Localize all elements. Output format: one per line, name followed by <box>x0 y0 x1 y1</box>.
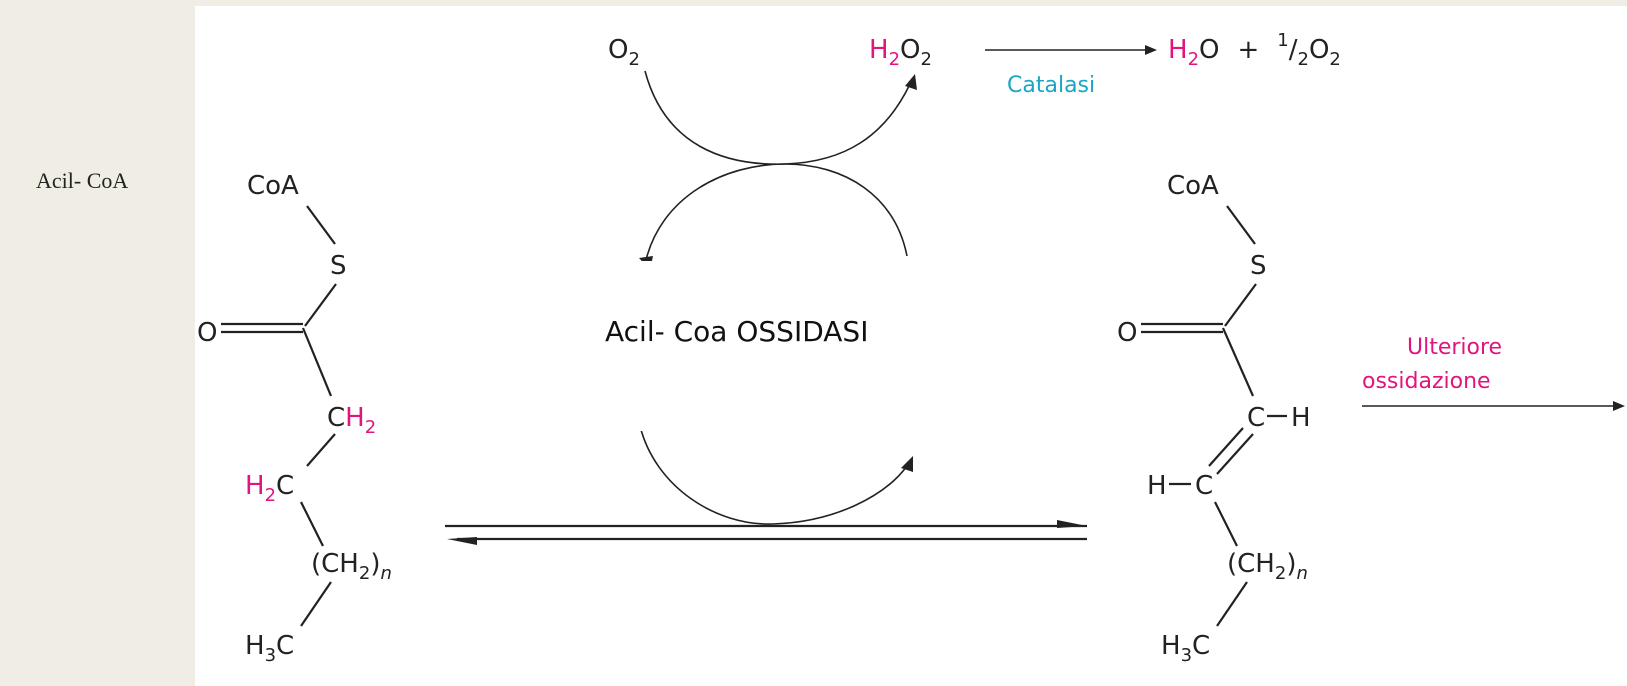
reaction-scheme: O2 H2O2 Catalasi H2O+1/2O2 Acil- Coa OSS… <box>197 30 1625 666</box>
fad-upper-curve <box>644 163 908 265</box>
h2o2-product: H2O2 <box>869 35 932 70</box>
svg-text:S: S <box>330 251 347 281</box>
svg-text:H3C: H3C <box>245 631 294 666</box>
o2-reactant: O2 <box>608 35 640 70</box>
svg-text:O: O <box>1117 318 1137 348</box>
water-product: H2O+1/2O2 <box>1168 30 1341 70</box>
forward-arrowhead <box>1057 520 1087 528</box>
acyl-coa-molecule: CoA S O CH2 H2C (CH2)n H3C <box>197 171 392 666</box>
svg-text:C: C <box>1247 403 1265 433</box>
enzyme-label: Acil- Coa OSSIDASI <box>605 315 868 348</box>
further-oxidation-label-line2: ossidazione <box>1362 369 1491 394</box>
svg-text:CoA: CoA <box>247 171 299 201</box>
svg-text:H3C: H3C <box>1161 631 1210 666</box>
label-mask <box>485 261 1085 431</box>
reverse-arrowhead <box>447 537 477 545</box>
svg-text:H: H <box>1291 403 1311 433</box>
svg-text:(CH2)n: (CH2)n <box>1227 549 1308 584</box>
enoyl-coa-molecule: CoA S O C H H C (CH2)n H3C <box>1117 171 1311 666</box>
further-oxidation-label-line1: Ulteriore <box>1407 335 1502 360</box>
svg-text:(CH2)n: (CH2)n <box>311 549 392 584</box>
side-label-acyl-coa: Acil- CoA <box>36 168 129 193</box>
catalase-label: Catalasi <box>1007 73 1095 98</box>
h2o2-arrowhead <box>905 74 917 90</box>
fadh2-arrowhead <box>901 456 913 472</box>
further-oxidation-arrowhead <box>1613 401 1625 411</box>
svg-text:C: C <box>1195 471 1213 501</box>
o2-consumption-curve <box>644 70 911 165</box>
svg-text:H: H <box>1147 471 1167 501</box>
svg-text:CH2: CH2 <box>327 403 376 438</box>
svg-text:O: O <box>197 318 217 348</box>
svg-text:CoA: CoA <box>1167 171 1219 201</box>
reaction-scheme-panel: O2 H2O2 Catalasi H2O+1/2O2 Acil- Coa OSS… <box>195 6 1627 686</box>
catalase-arrowhead <box>1145 45 1157 55</box>
svg-text:S: S <box>1250 251 1267 281</box>
svg-text:H2C: H2C <box>245 471 294 506</box>
fad-lower-curve <box>639 425 908 525</box>
